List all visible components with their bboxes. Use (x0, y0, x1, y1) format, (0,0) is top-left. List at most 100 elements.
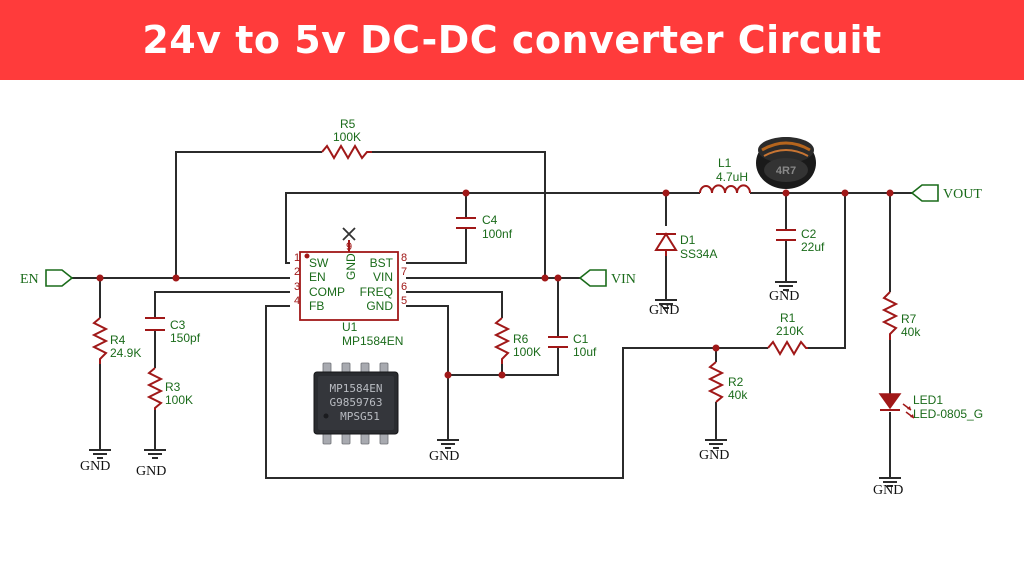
ic-pin-en: EN (309, 270, 326, 284)
c2-value: 22uf (801, 240, 825, 254)
ic-pin9-gnd: GND (344, 253, 358, 280)
inductor-marking: 4R7 (776, 165, 796, 177)
gnd-label: GND (873, 483, 903, 498)
r5-ref: R5 (340, 117, 356, 131)
ic-pin-number: 2 (294, 266, 300, 278)
resistor-r6: R6 100K (493, 317, 541, 364)
l1-value: 4.7uH (716, 170, 748, 184)
net-flag-vout: VOUT (910, 184, 982, 202)
r4-ref: R4 (110, 333, 126, 347)
resistor-r2: R2 40k (707, 361, 748, 403)
c1-value: 10uf (573, 345, 597, 359)
ic-pin-number: 8 (401, 252, 407, 264)
ic-pin-bst: BST (370, 256, 394, 270)
diode-d1: D1 SS34A (654, 232, 717, 261)
ic-ref: U1 (342, 320, 358, 334)
ground-led: GND (873, 467, 903, 498)
page-title: 24v to 5v DC-DC converter Circuit (142, 18, 882, 62)
ic-pin-freq: FREQ (360, 285, 393, 299)
r5-value: 100K (333, 130, 361, 144)
capacitor-c3: C3 150pf (145, 317, 201, 345)
junction-dot (841, 189, 849, 197)
ic-pin-number: 7 (401, 266, 407, 278)
r4-value: 24.9K (110, 346, 141, 360)
resistor-r1: R1 210K (767, 311, 808, 356)
junction-dot (541, 274, 549, 282)
junction-dot (498, 371, 506, 379)
junctions (96, 189, 894, 379)
ic-pin-comp: COMP (309, 285, 345, 299)
ic-pin-number: 6 (401, 281, 407, 293)
capacitor-c2: C2 22uf (776, 227, 825, 254)
ground-r4: GND (80, 439, 112, 474)
net-label-vout: VOUT (943, 187, 982, 202)
resistor-r4: R4 24.9K (91, 317, 141, 364)
ic-pin-fb: FB (309, 299, 324, 313)
capacitor-c4: C4 100nf (456, 213, 513, 241)
ic-pin-vin: VIN (373, 270, 393, 284)
c4-ref: C4 (482, 213, 498, 227)
junction-dot (886, 189, 894, 197)
title-banner: 24v to 5v DC-DC converter Circuit (0, 0, 1024, 80)
r3-value: 100K (165, 393, 193, 407)
d1-ref: D1 (680, 233, 696, 247)
ic-u1: SW EN COMP FB BST VIN FREQ GND 1 2 3 4 8… (294, 227, 407, 348)
led-led1: LED1 LED-0805_G (878, 393, 983, 421)
junction-dot (554, 274, 562, 282)
junction-dot (662, 189, 670, 197)
ground-r3: GND (136, 439, 167, 479)
ic-pin-number: 1 (294, 252, 300, 264)
resistor-r5: R5 100K (321, 117, 372, 160)
gnd-label: GND (699, 448, 729, 463)
r2-ref: R2 (728, 375, 744, 389)
led1-value: LED-0805_G (913, 407, 983, 421)
net-flag-en: EN (20, 269, 74, 287)
ground-r2: GND (699, 429, 729, 463)
net-flag-vin: VIN (578, 269, 636, 287)
r6-ref: R6 (513, 332, 529, 346)
inductor-l1: L1 4.7uH (699, 156, 751, 194)
resistor-r7: R7 40k (881, 291, 921, 340)
junction-dot (444, 371, 452, 379)
ic-pin-number: 4 (294, 295, 300, 307)
chip-marking-line1: MP1584EN (330, 382, 383, 395)
ic-pin-gnd: GND (366, 299, 393, 313)
ic-pin-number: 9 (346, 241, 352, 253)
r1-ref: R1 (780, 311, 796, 325)
ground-d1: GND (649, 289, 679, 318)
r7-ref: R7 (901, 312, 917, 326)
ground-c2: GND (769, 271, 799, 304)
c3-ref: C3 (170, 318, 186, 332)
ic-pin-sw: SW (309, 256, 329, 270)
capacitor-c1: C1 10uf (548, 332, 597, 359)
c1-ref: C1 (573, 332, 589, 346)
l1-ref: L1 (718, 156, 732, 170)
gnd-label: GND (769, 289, 799, 304)
junction-dot (712, 344, 720, 352)
led1-ref: LED1 (913, 393, 943, 407)
r6-value: 100K (513, 345, 541, 359)
c2-ref: C2 (801, 227, 817, 241)
junction-dot (172, 274, 180, 282)
ic-pin-number: 3 (294, 281, 300, 293)
net-label-en: EN (20, 272, 39, 287)
r2-value: 40k (728, 388, 748, 402)
ic-value: MP1584EN (342, 334, 403, 348)
r3-ref: R3 (165, 380, 181, 394)
ic-pin-number: 5 (401, 295, 407, 307)
gnd-label: GND (429, 449, 459, 464)
junction-dot (462, 189, 470, 197)
gnd-label: GND (136, 464, 166, 479)
junction-dot (782, 189, 790, 197)
gnd-label: GND (80, 459, 110, 474)
r7-value: 40k (901, 325, 921, 339)
r1-value: 210K (776, 324, 804, 338)
inductor-photo: 4R7 (756, 137, 816, 189)
net-label-vin: VIN (611, 272, 636, 287)
junction-dot (96, 274, 104, 282)
c4-value: 100nf (482, 227, 513, 241)
c3-value: 150pf (170, 331, 201, 345)
chip-marking-line2: G9859763 (330, 396, 383, 409)
chip-marking-line3: MPSG51 (340, 410, 380, 423)
